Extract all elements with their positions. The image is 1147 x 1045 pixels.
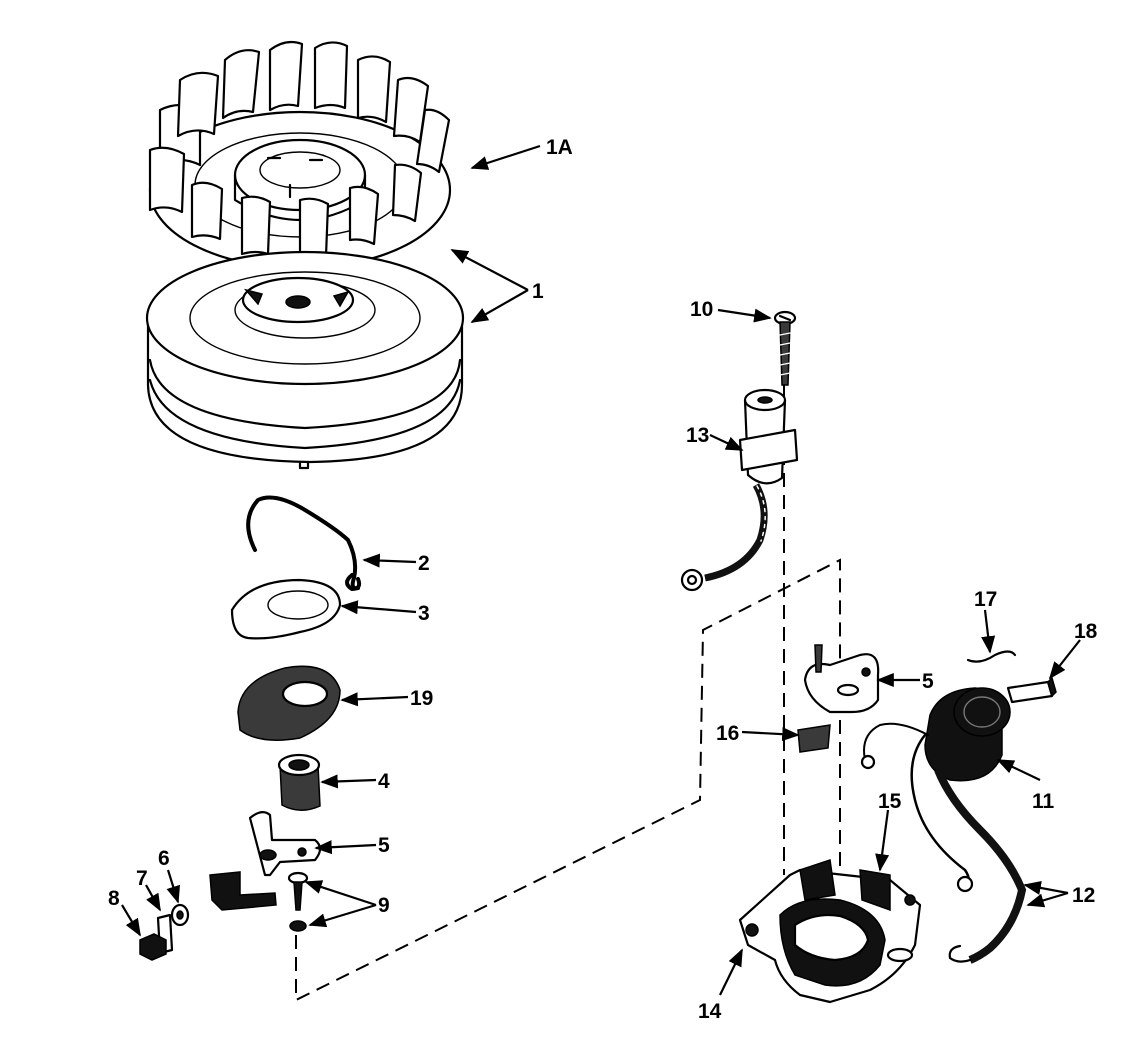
callout-12: 12 [1072, 884, 1095, 907]
callout-5-right: 5 [922, 670, 934, 693]
callout-15: 15 [878, 790, 902, 813]
callout-3: 3 [418, 602, 430, 625]
felt-washer [237, 665, 341, 741]
gasket [230, 578, 342, 640]
coil-bracket [738, 859, 922, 1004]
callout-16: 16 [716, 722, 739, 745]
small-hardware [139, 903, 190, 961]
callout-19: 19 [410, 687, 433, 710]
callout-11: 11 [1032, 790, 1055, 813]
callout-13: 13 [686, 424, 709, 447]
breaker-arm [209, 811, 322, 911]
callout-10: 10 [690, 298, 713, 321]
contact-plate [803, 644, 880, 714]
callout-9: 9 [378, 894, 390, 917]
flywheel-fan [148, 40, 452, 270]
callout-1a: 1A [546, 136, 573, 159]
callout-18: 18 [1074, 620, 1098, 643]
callout-4: 4 [378, 770, 390, 793]
callout-8: 8 [108, 887, 120, 910]
assembly-lines [295, 385, 841, 1002]
callout-17: 17 [974, 588, 997, 611]
screw-and-washer [287, 871, 309, 932]
flywheel [145, 250, 465, 470]
callout-labels: 1A 1 2 3 19 4 5 6 7 8 9 10 13 17 18 5 16… [108, 136, 1098, 1023]
bushing [277, 753, 321, 811]
callout-7: 7 [136, 867, 148, 890]
key [1006, 676, 1057, 704]
callout-6: 6 [158, 847, 170, 870]
callout-14: 14 [698, 1000, 722, 1023]
condenser [680, 388, 799, 592]
leader-lines [121, 144, 1081, 996]
callout-1: 1 [532, 280, 544, 303]
callout-5-left: 5 [378, 834, 390, 857]
callout-2: 2 [418, 552, 430, 575]
felt-pad [797, 724, 831, 753]
spring-clip [246, 495, 362, 591]
ignition-coil [860, 687, 1027, 964]
retaining-clip [966, 650, 1017, 663]
condenser-screw [773, 310, 797, 386]
